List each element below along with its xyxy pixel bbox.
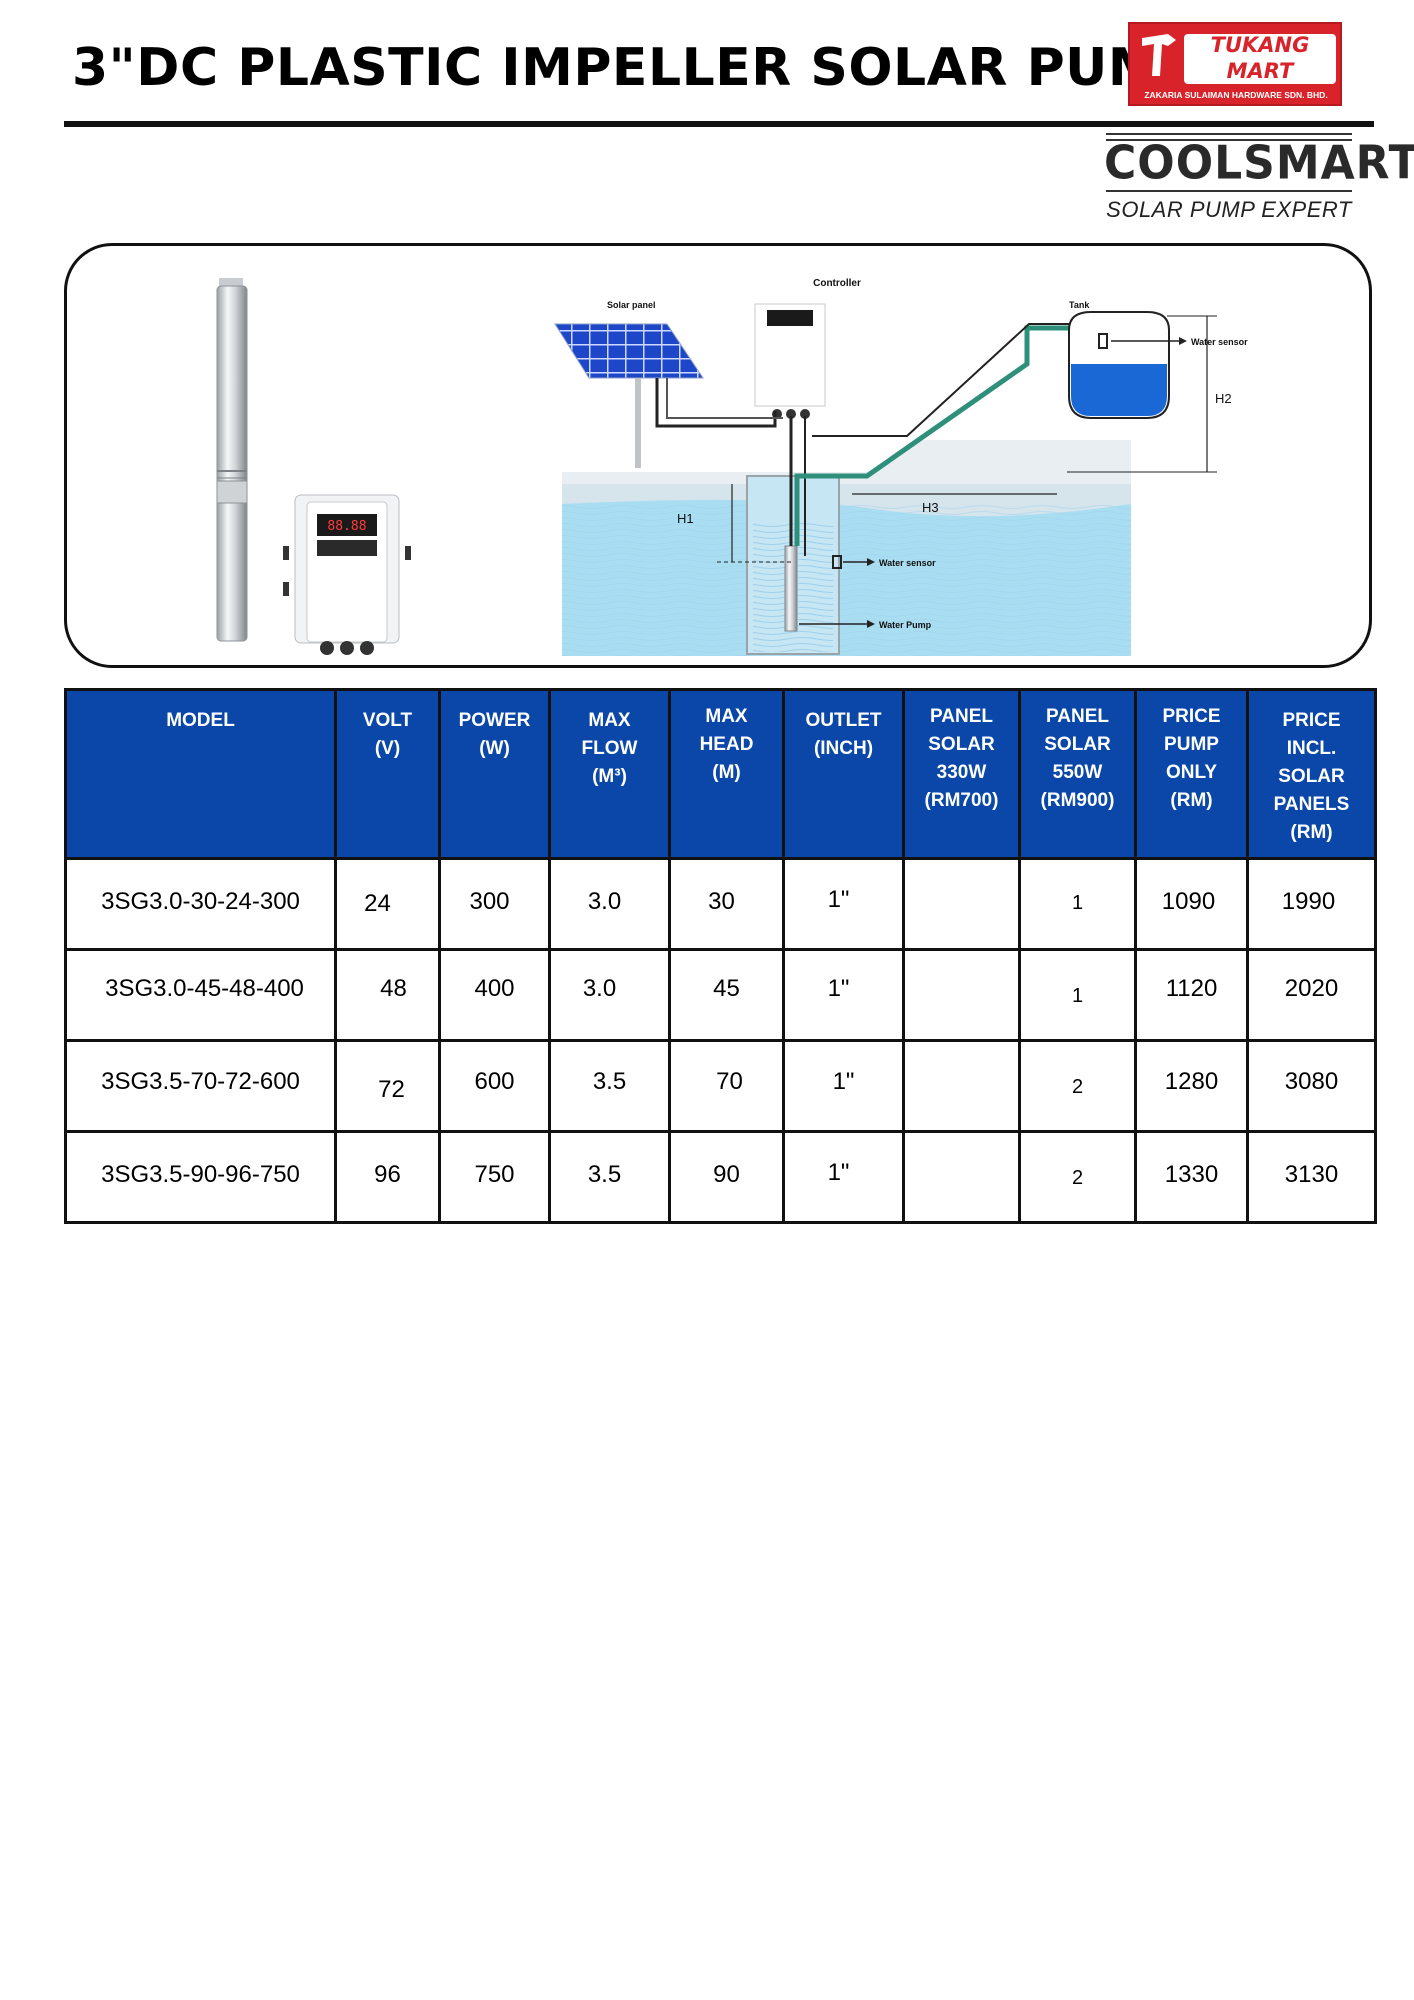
table-row: 3SG3.5-90-96-750 96 750 3.5 90 1" 2 1330…: [64, 1130, 1377, 1224]
header-max-flow: MAX FLOW (M³): [548, 688, 671, 860]
table-row: 3SG3.0-45-48-400 48 400 3.0 45 1" 1 1120…: [64, 948, 1377, 1042]
cell-price-incl: 2020: [1284, 975, 1339, 1002]
cell-max-head: 90: [713, 1161, 740, 1188]
solar-panel-label: Solar panel: [607, 300, 656, 310]
cell-panel-550w: 1: [1071, 985, 1084, 1007]
cell-max-flow: 3.5: [592, 1068, 627, 1095]
cell-model: 3SG3.5-70-72-600: [101, 1068, 300, 1095]
tukang-mart-subtitle: ZAKARIA SULAIMAN HARDWARE SDN. BHD.: [1144, 90, 1328, 100]
water-pump-label: Water Pump: [879, 620, 932, 630]
cell-price-pump: 1280: [1164, 1068, 1219, 1095]
cell-price-incl: 1990: [1281, 888, 1336, 915]
cell-power: 750: [474, 1161, 515, 1188]
cell-panel-550w: 2: [1071, 1167, 1084, 1189]
header-panel-550w: PANEL SOLAR 550W (RM900): [1018, 688, 1137, 860]
cell-volt: 24: [364, 890, 391, 917]
controller-label: Controller: [813, 278, 861, 289]
cell-price-incl: 3080: [1284, 1068, 1339, 1095]
header-max-head: MAX HEAD (M): [668, 688, 785, 860]
table-header-row: MODEL VOLT (V) POWER (W) MAX FLOW (M³) M…: [64, 688, 1377, 860]
installation-schematic: Controller Solar panel Tank Water sensor…: [554, 278, 1248, 656]
h1-label: H1: [677, 511, 694, 526]
cell-max-flow: 3.0: [582, 975, 617, 1002]
controller-display-text: 88.88: [327, 519, 366, 534]
cell-outlet: 1": [827, 1159, 850, 1186]
cell-outlet: 1": [827, 975, 850, 1002]
header-price-incl: PRICE INCL. SOLAR PANELS (RM): [1246, 688, 1377, 860]
cell-max-head: 70: [716, 1068, 743, 1095]
cell-volt: 48: [380, 975, 407, 1002]
cell-outlet: 1": [832, 1068, 855, 1095]
cell-max-flow: 3.0: [587, 888, 622, 915]
spec-table: MODEL VOLT (V) POWER (W) MAX FLOW (M³) M…: [64, 688, 1377, 1224]
cell-outlet: 1": [827, 886, 850, 913]
cell-power: 300: [469, 888, 510, 915]
coolsmart-logo: COOLSMART: [1104, 136, 1414, 191]
header-volt: VOLT (V): [334, 688, 441, 860]
cell-price-pump: 1330: [1164, 1161, 1219, 1188]
pump-product-image: [216, 278, 248, 642]
page-title: 3"DC PLASTIC IMPELLER SOLAR PUMP: [72, 38, 1199, 98]
h3-label: H3: [922, 500, 939, 515]
header-outlet: OUTLET (INCH): [782, 688, 905, 860]
tukang-mart-logo: TUKANG MART ZAKARIA SULAIMAN HARDWARE SD…: [1128, 22, 1342, 106]
table-row: 3SG3.5-70-72-600 72 600 3.5 70 1" 2 1280…: [64, 1039, 1377, 1133]
controller-product-image: 88.88: [283, 494, 411, 655]
cell-panel-550w: 2: [1071, 1076, 1084, 1098]
coolsmart-divider: [1106, 190, 1352, 192]
coolsmart-top-line: [1106, 133, 1352, 141]
cell-model: 3SG3.0-45-48-400: [105, 975, 304, 1002]
cell-max-head: 30: [708, 888, 735, 915]
tank-water-sensor-label: Water sensor: [1191, 337, 1248, 347]
cell-model: 3SG3.0-30-24-300: [101, 888, 300, 915]
header-model: MODEL: [64, 688, 337, 860]
well-water-sensor-label: Water sensor: [879, 558, 936, 568]
tank-label: Tank: [1069, 300, 1090, 310]
system-diagram: 88.88: [216, 278, 1248, 656]
cell-price-incl: 3130: [1284, 1161, 1339, 1188]
cell-model: 3SG3.5-90-96-750: [101, 1161, 300, 1188]
tukang-mart-name: TUKANG MART: [1210, 33, 1310, 83]
cell-volt: 96: [374, 1161, 401, 1188]
h2-label: H2: [1215, 391, 1232, 406]
cell-panel-550w: 1: [1071, 892, 1084, 914]
cell-price-pump: 1090: [1161, 888, 1216, 915]
title-divider: [64, 121, 1374, 127]
cell-price-pump: 1120: [1165, 975, 1218, 1002]
cell-power: 600: [474, 1068, 515, 1095]
header-power: POWER (W): [438, 688, 551, 860]
product-diagram-panel: 88.88: [64, 243, 1372, 668]
cell-max-flow: 3.5: [587, 1161, 622, 1188]
cell-max-head: 45: [713, 975, 740, 1002]
header-panel-330w: PANEL SOLAR 330W (RM700): [902, 688, 1021, 860]
cell-volt: 72: [378, 1076, 405, 1103]
coolsmart-tagline: SOLAR PUMP EXPERT: [1106, 197, 1352, 222]
table-row: 3SG3.0-30-24-300 24 300 3.0 30 1" 1 1090…: [64, 857, 1377, 951]
hammer-icon: [1142, 34, 1176, 76]
header-price-pump: PRICE PUMP ONLY (RM): [1134, 688, 1249, 860]
cell-power: 400: [474, 975, 515, 1002]
